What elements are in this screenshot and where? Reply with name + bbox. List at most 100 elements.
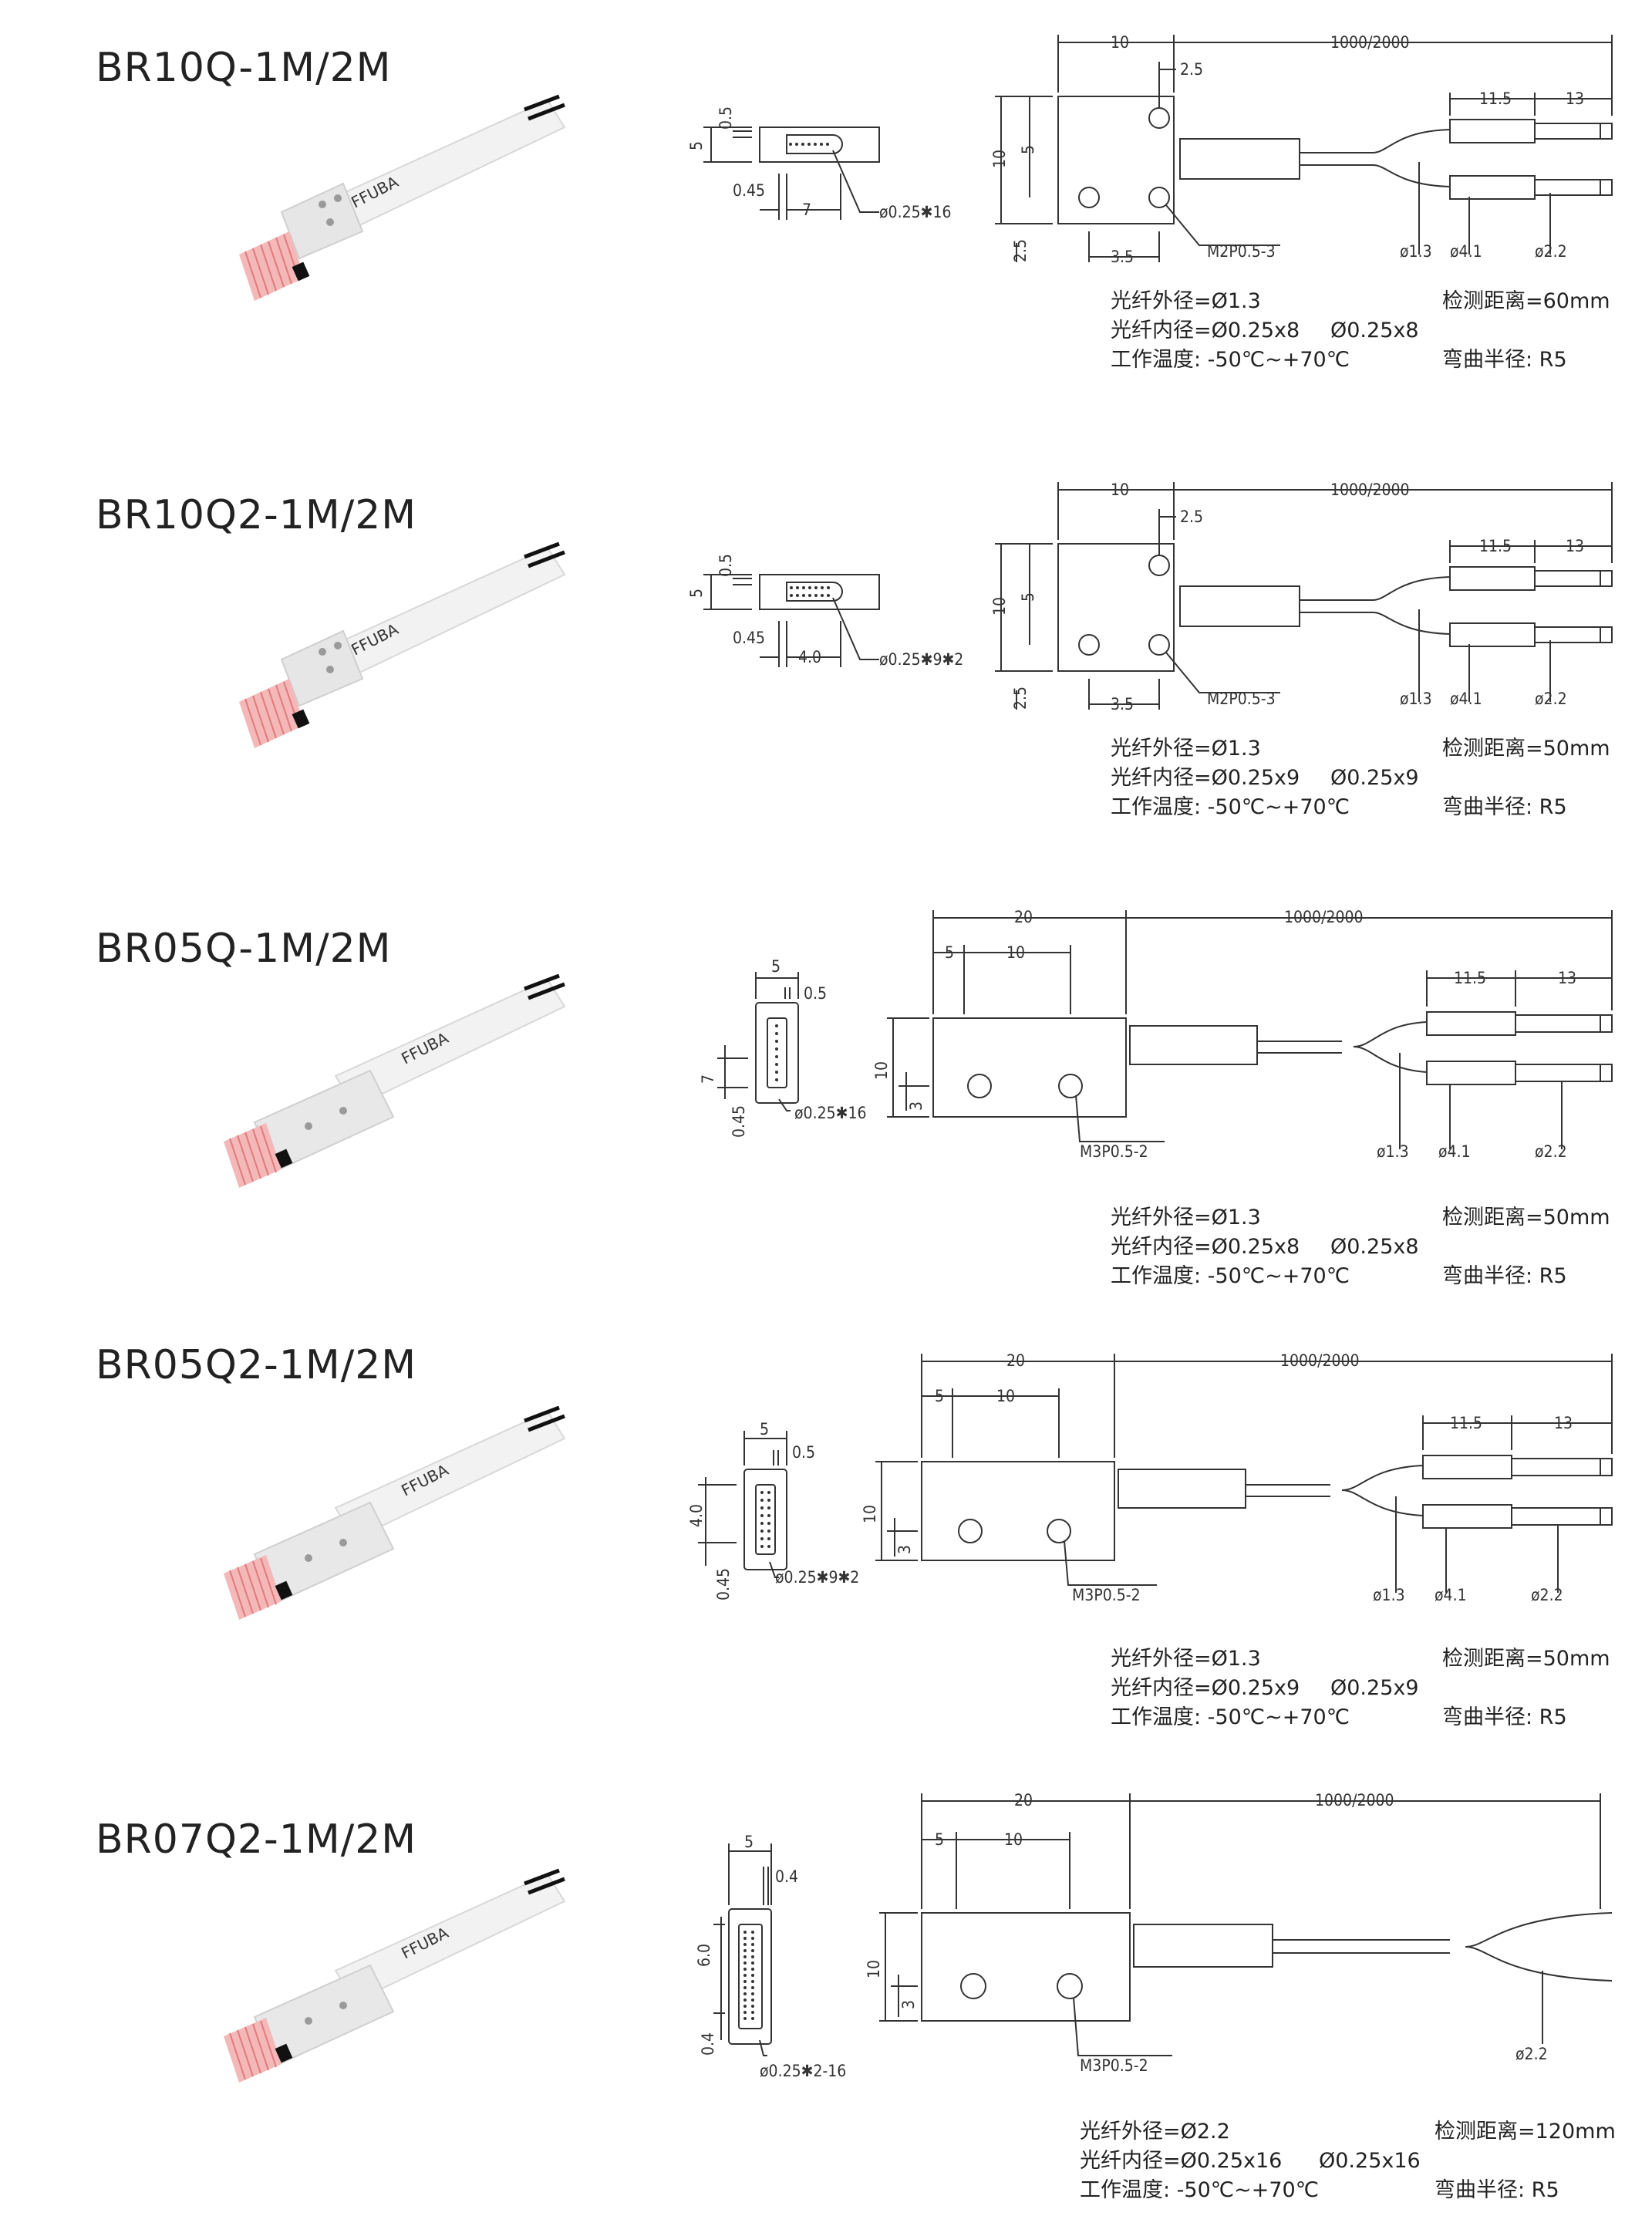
spec-distance: 检测距离=50mm (1442, 1206, 1610, 1229)
dim-d3: ø2.2 (1535, 242, 1567, 261)
dim-low: 3 (907, 1101, 925, 1111)
spec-outer-diameter: 光纤外径=Ø1.3 (1111, 737, 1261, 761)
spec-temperature: 工作温度: -50℃~+70℃ (1111, 348, 1350, 372)
dim-tip: 13 (1558, 969, 1576, 987)
fiber-spec-label: ø0.25✱9✱2 (775, 1568, 859, 1587)
spec-outer-diameter: 光纤外径=Ø1.3 (1111, 1206, 1261, 1229)
dim-front-pitch: 0.4 (699, 2032, 717, 2056)
spec-temperature: 工作温度: -50℃~+70℃ (1111, 1705, 1350, 1729)
spec-distance: 检测距离=60mm (1442, 289, 1610, 313)
spec-bend-radius: 弯曲半径: R5 (1435, 2178, 1559, 2202)
front-view-diagram: 5 0.4 6.0 0.4 ø0.25✱2-16 (695, 1833, 846, 2080)
dim-d3: ø2.2 (1515, 2045, 1548, 2063)
dim-d1: ø1.3 (1400, 242, 1432, 261)
dim-front-gap: 0.4 (775, 1867, 798, 1886)
dim-d3: ø2.2 (1531, 1586, 1563, 1604)
product-section-br05q2: BR05Q2-1M/2M FFUBA 5 0.5 (0, 1311, 1652, 1755)
sensor-photo: FFUBA (239, 94, 566, 301)
spec-outer-diameter: 光纤外径=Ø1.3 (1111, 289, 1261, 313)
dim-spacing: 10 (1006, 943, 1025, 962)
spec-bend-radius: 弯曲半径: R5 (1442, 348, 1567, 372)
dimension-drawing: 10 1000/2000 2.5 11.5 13 10 5 2.5 3.5 M2… (990, 481, 1613, 713)
fiber-spec-label: ø0.25✱16 (794, 1104, 866, 1122)
dim-d1: ø1.3 (1373, 1586, 1405, 1604)
spec-temperature: 工作温度: -50℃~+70℃ (1080, 2178, 1320, 2202)
dim-d3: ø2.2 (1535, 1142, 1567, 1161)
spec-block-left: 光纤外径=Ø1.3 光纤内径=Ø0.25x8 Ø0.25x8 工作温度: -50℃… (1111, 287, 1419, 375)
dim-front-length: 4.0 (798, 648, 821, 666)
dimension-drawing: 10 1000/2000 2.5 11.5 13 10 5 2.5 3.5 M2… (990, 33, 1613, 266)
spec-inner-diameter: 光纤内径=Ø0.25x9 (1111, 766, 1300, 790)
dimension-drawing: 20 1000/2000 5 10 11.5 13 10 3 M3P0.5-2 … (861, 1351, 1613, 1604)
dim-sleeve: 11.5 (1479, 537, 1512, 555)
dim-tip: 13 (1566, 89, 1584, 108)
dim-tip: 13 (1554, 1414, 1573, 1432)
dim-cable-length: 1000/2000 (1315, 1791, 1394, 1810)
sensor-photo: FFUBA (239, 541, 566, 748)
dim-front-width: 5 (744, 1833, 754, 1851)
spec-temperature: 工作温度: -50℃~+70℃ (1111, 795, 1350, 819)
front-view-diagram: 5 0.5 7 0.45 ø0.25✱16 (699, 957, 866, 1138)
product-section-br07q2: BR07Q2-1M/2M FFUBA 5 0.4 (0, 1759, 1652, 2216)
front-view-diagram: 5 0.5 0.45 7 ø0.25✱16 (687, 106, 951, 221)
dim-offset: 5 (935, 1830, 944, 1849)
spec-temperature: 工作温度: -50℃~+70℃ (1111, 1264, 1350, 1288)
dim-block-height: 10 (990, 150, 1009, 168)
dim-front-pitch: 0.45 (733, 181, 765, 200)
dim-block-width: 20 (1014, 1791, 1033, 1810)
dim-block-width: 10 (1111, 481, 1129, 499)
dim-front-width: 5 (760, 1420, 769, 1439)
screw-spec: M3P0.5-2 (1080, 2056, 1148, 2075)
screw-spec: M2P0.5-3 (1207, 690, 1276, 708)
product-section-br10q: BR10Q-1M/2M FFUBA 5 0 (0, 0, 1652, 444)
dimension-drawing: 20 1000/2000 5 10 11.5 13 10 3 M3P0.5-2 … (872, 908, 1613, 1161)
dim-front-length: 7 (802, 201, 811, 219)
sensor-photo: FFUBA (224, 973, 566, 1188)
dim-d3: ø2.2 (1535, 690, 1567, 708)
dim-d1: ø1.3 (1377, 1142, 1409, 1161)
product-section-br05q: BR05Q-1M/2M FFUBA 5 0.5 (0, 879, 1652, 1323)
dim-block-height: 10 (865, 1960, 883, 1978)
spec-inner-diameter-2: Ø0.25x8 (1330, 319, 1419, 342)
dim-front-pitch: 0.45 (733, 629, 765, 647)
spec-distance: 检测距离=120mm (1435, 2120, 1616, 2143)
spec-outer-diameter: 光纤外径=Ø2.2 (1080, 2120, 1230, 2143)
spec-inner-diameter: 光纤内径=Ø0.25x8 (1111, 1235, 1300, 1259)
dim-block-width: 20 (1014, 908, 1033, 926)
dim-front-gap: 0.5 (716, 106, 735, 130)
model-title: BR10Q-1M/2M (96, 45, 392, 91)
spec-block-right: 检测距离=50mm 弯曲半径: R5 (1442, 734, 1610, 822)
dim-cable-length: 1000/2000 (1330, 33, 1410, 52)
dim-offset: 2.5 (1180, 508, 1203, 526)
dim-front-gap: 0.5 (716, 554, 735, 577)
dim-cable-length: 1000/2000 (1284, 908, 1364, 926)
dim-front-height: 5 (687, 141, 706, 150)
dim-front-pitch: 0.45 (714, 1568, 733, 1600)
dim-block-height: 10 (861, 1505, 879, 1523)
front-view-diagram: 5 0.5 0.45 4.0 ø0.25✱9✱2 (687, 554, 963, 669)
dim-front-height: 6.0 (695, 1944, 713, 1967)
dimension-drawing: 20 1000/2000 5 10 10 3 M3P0.5-2 ø2.2 (865, 1791, 1613, 2075)
dim-spacing: 10 (996, 1387, 1015, 1405)
dim-half-height: 5 (1019, 592, 1037, 602)
spec-inner-diameter: 光纤内径=Ø0.25x8 (1111, 319, 1300, 342)
dim-front-gap: 0.5 (792, 1443, 815, 1462)
dim-sleeve: 11.5 (1450, 1414, 1482, 1432)
dim-block-width: 20 (1006, 1351, 1025, 1370)
spec-inner-diameter-2: Ø0.25x9 (1330, 766, 1419, 790)
model-title: BR10Q2-1M/2M (96, 492, 417, 538)
dim-cable-length: 1000/2000 (1330, 481, 1410, 499)
spec-inner-diameter: 光纤内径=Ø0.25x9 (1111, 1676, 1300, 1700)
spec-bend-radius: 弯曲半径: R5 (1442, 1705, 1567, 1729)
spec-block-right: 检测距离=50mm 弯曲半径: R5 (1442, 1203, 1610, 1291)
product-section-br10q2: BR10Q2-1M/2M FFUBA 5 (0, 447, 1652, 891)
dim-half-height: 5 (1019, 145, 1037, 154)
dim-d2: ø4.1 (1450, 242, 1482, 261)
dim-d2: ø4.1 (1450, 690, 1482, 708)
dim-front-height: 7 (699, 1074, 717, 1084)
spec-distance: 检测距离=50mm (1442, 1647, 1610, 1671)
dim-front-height: 5 (687, 589, 706, 598)
front-view-diagram: 5 0.5 4.0 0.45 ø0.25✱9✱2 (687, 1420, 859, 1600)
dim-sleeve: 11.5 (1479, 89, 1512, 108)
